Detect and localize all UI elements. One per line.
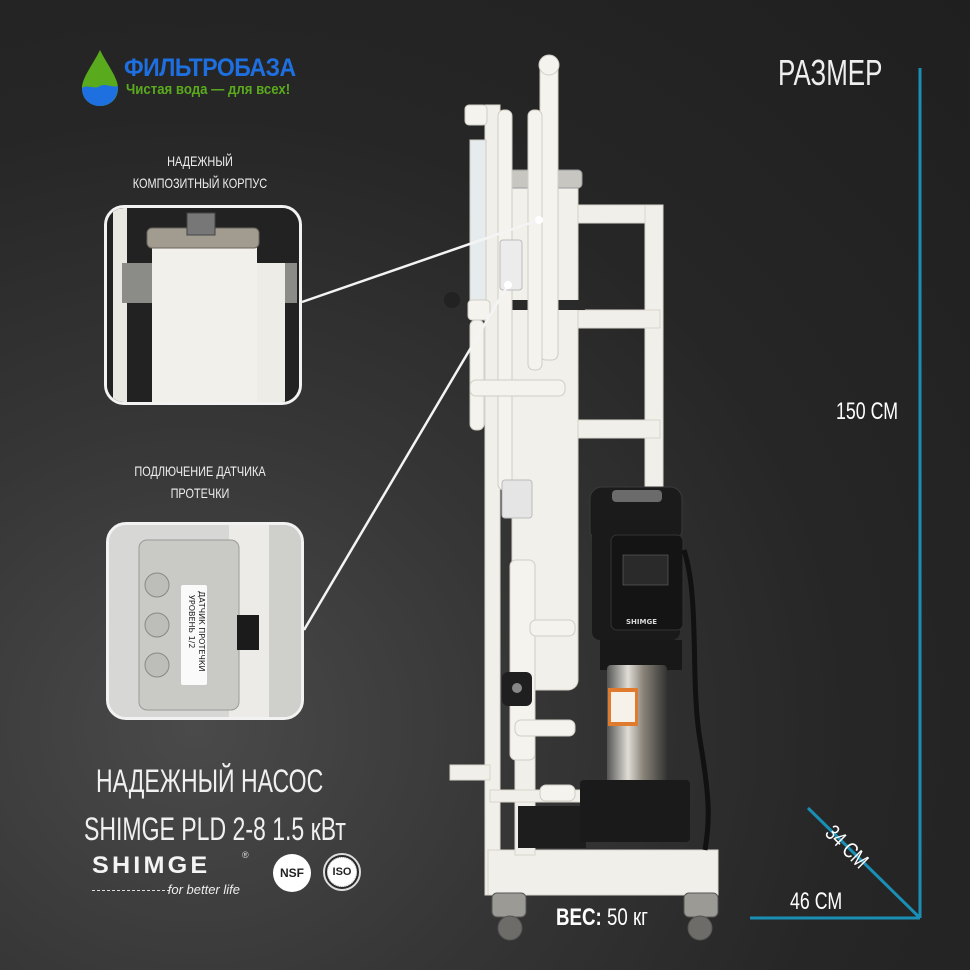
registered-mark: ® [242, 850, 249, 860]
pump-title-line1: НАДЕЖНЫЙ НАСОС [96, 763, 324, 799]
dimension-width: 46 СМ [790, 888, 843, 915]
brand-slogan: Чистая вода — для всех! [126, 81, 291, 98]
caption-line: ПОДЛЮЧЕНИЕ ДАТЧИКА [134, 463, 266, 479]
shimge-tagline: for better life [92, 882, 252, 898]
shimge-logo: SHIMGE ® for better life [92, 850, 252, 902]
housing-closeup-image [104, 205, 302, 405]
callout-caption-leak-sensor: ПОДЛЮЧЕНИЕ ДАТЧИКА ПРОТЕЧКИ [106, 460, 293, 504]
dimension-height: 150 СМ [836, 398, 898, 425]
weight-label: ВЕС: 50 кг [556, 904, 648, 932]
dimensions-title: РАЗМЕР [778, 52, 883, 93]
leak-sensor-closeup-illustration: УРОВЕНЬ 1/2 ДАТЧИК ПРОТЕЧКИ [109, 525, 301, 717]
caption-line: КОМПОЗИТНЫЙ КОРПУС [132, 175, 268, 191]
iso-label: ISO [327, 857, 357, 887]
water-drop-icon [82, 50, 118, 106]
callout-caption-housing: НАДЕЖНЫЙ КОМПОЗИТНЫЙ КОРПУС [106, 150, 293, 194]
leak-sensor-closeup-image: УРОВЕНЬ 1/2 ДАТЧИК ПРОТЕЧКИ [106, 522, 304, 720]
tagline-rule [92, 890, 170, 891]
housing-closeup-illustration [107, 208, 299, 402]
pump-title-line2: SHIMGE PLD 2-8 1.5 кВт [84, 811, 346, 847]
shimge-wordmark: SHIMGE [92, 852, 211, 879]
nsf-certification-badge: NSF [273, 854, 311, 892]
pump-plate-brand: SHIMGE [626, 618, 657, 626]
iso-certification-badge: ISO [323, 853, 361, 891]
brand-logo: ФИЛЬТРОБАЗА Чистая вода — для всех! [78, 48, 348, 108]
sensor-label-line1: УРОВЕНЬ 1/2 [187, 595, 196, 648]
brand-name: ФИЛЬТРОБАЗА [124, 54, 296, 82]
caption-line: НАДЕЖНЫЙ [167, 153, 233, 169]
weight-key: ВЕС: [556, 904, 602, 931]
weight-value: 50 кг [606, 904, 649, 931]
caption-line: ПРОТЕЧКИ [170, 485, 230, 501]
sensor-label-line2: ДАТЧИК ПРОТЕЧКИ [197, 591, 206, 672]
tagline-text: for better life [167, 882, 240, 897]
